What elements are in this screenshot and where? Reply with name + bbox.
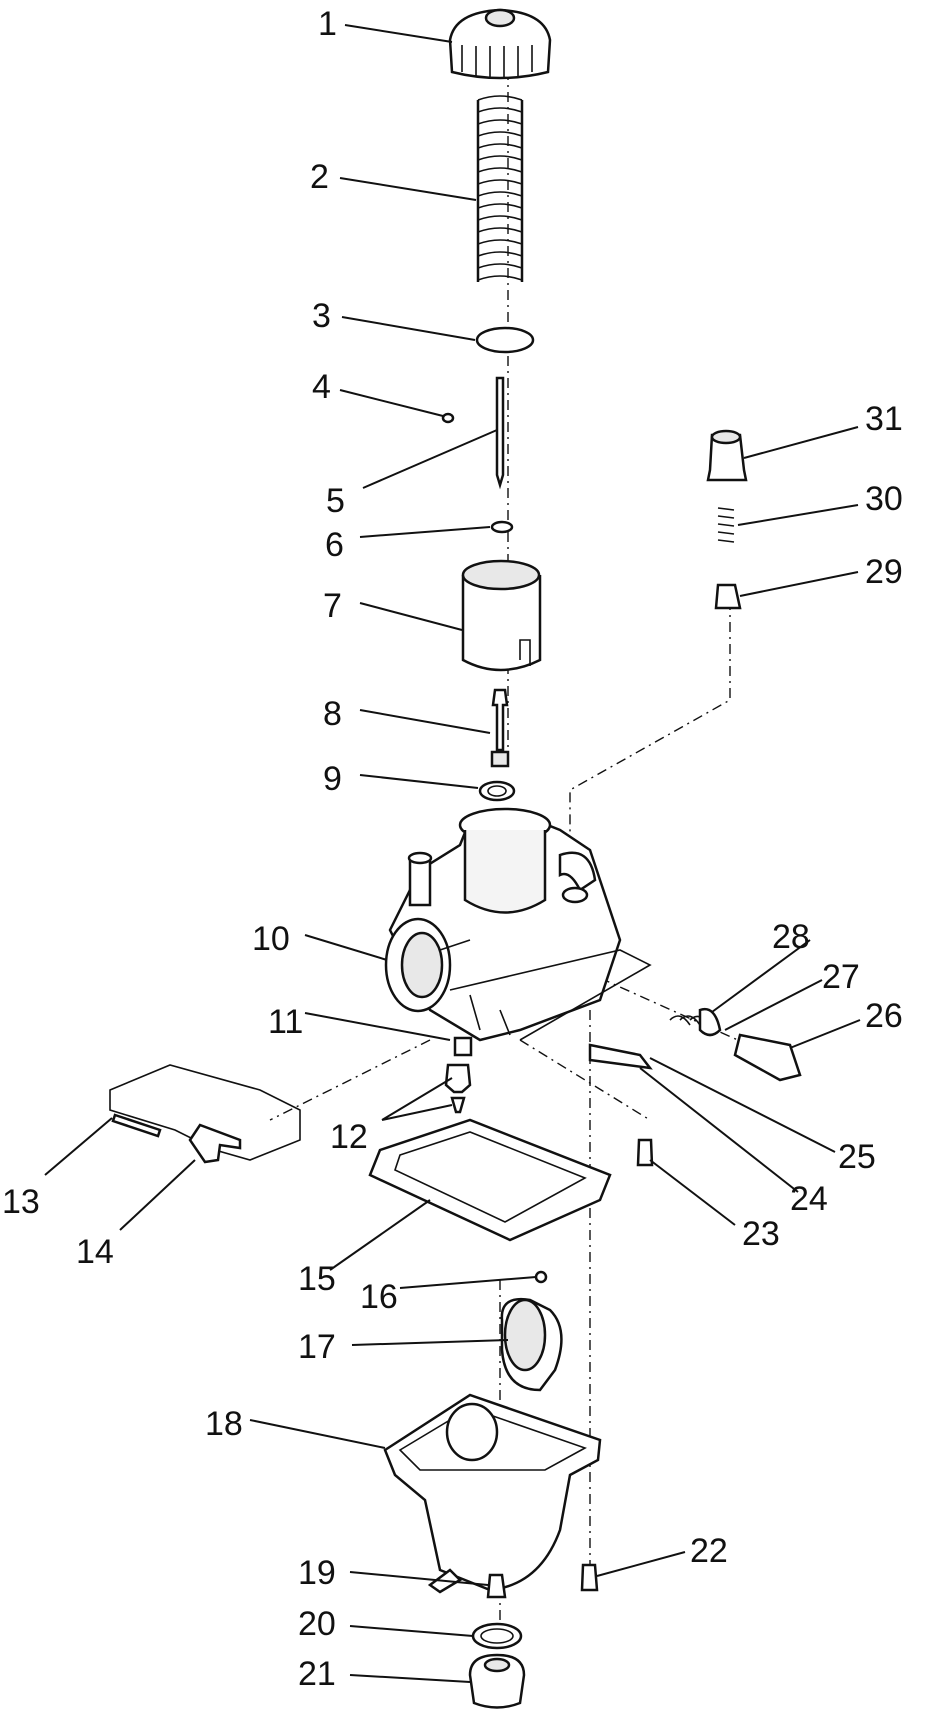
callout-2: 2 bbox=[310, 158, 329, 196]
centerline-pilot-screw bbox=[569, 600, 731, 880]
callout-6: 6 bbox=[325, 526, 344, 564]
callout-3: 3 bbox=[312, 297, 331, 335]
part-jet-needle bbox=[495, 376, 505, 490]
part-washer bbox=[490, 520, 514, 534]
centerline-overflow-tube bbox=[269, 1039, 431, 1121]
part-idle-screw-assembly bbox=[669, 1007, 802, 1082]
centerline-jet bbox=[519, 1039, 651, 1121]
part-carburetor-body bbox=[384, 807, 652, 1042]
part-pilot-jet bbox=[453, 1036, 473, 1057]
part-throttle-valve bbox=[461, 559, 542, 672]
callout-25: 25 bbox=[838, 1138, 876, 1176]
part-gasket bbox=[368, 1118, 612, 1242]
leader-lines bbox=[44, 24, 861, 1683]
part-main-jet bbox=[486, 1573, 507, 1599]
part-spring bbox=[476, 95, 524, 282]
part-o-ring bbox=[478, 780, 516, 802]
part-overflow-tube bbox=[109, 1064, 301, 1164]
callout-7: 7 bbox=[323, 587, 342, 625]
callout-13: 13 bbox=[2, 1183, 40, 1221]
callout-9: 9 bbox=[323, 760, 342, 798]
callout-23: 23 bbox=[742, 1215, 780, 1253]
callout-8: 8 bbox=[323, 695, 342, 733]
callout-22: 22 bbox=[690, 1532, 728, 1570]
part-pilot-air-screw bbox=[588, 1043, 653, 1070]
callout-14: 14 bbox=[76, 1233, 114, 1271]
callout-24: 24 bbox=[790, 1180, 828, 1218]
callout-30: 30 bbox=[865, 480, 903, 518]
callout-18: 18 bbox=[205, 1405, 243, 1443]
callout-15: 15 bbox=[298, 1260, 336, 1298]
part-drain-screw bbox=[580, 1563, 599, 1592]
part-needle-valve bbox=[444, 1063, 472, 1114]
part-check-ball bbox=[534, 1270, 548, 1284]
part-starter-assembly bbox=[706, 429, 748, 610]
callout-26: 26 bbox=[865, 997, 903, 1035]
callout-16: 16 bbox=[360, 1278, 398, 1316]
callout-21: 21 bbox=[298, 1655, 336, 1693]
callout-11: 11 bbox=[268, 1003, 303, 1041]
callout-labels: 1 2 3 4 5 6 7 8 9 10 11 12 13 14 15 16 1… bbox=[2, 5, 903, 1693]
callout-10: 10 bbox=[252, 920, 290, 958]
callout-17: 17 bbox=[298, 1328, 336, 1366]
callout-20: 20 bbox=[298, 1605, 336, 1643]
centerline-idle-screw bbox=[559, 959, 761, 1051]
callout-27: 27 bbox=[822, 958, 860, 996]
callout-4: 4 bbox=[312, 368, 331, 406]
part-plug bbox=[636, 1138, 654, 1167]
callout-31: 31 bbox=[865, 400, 903, 438]
callout-29: 29 bbox=[865, 553, 903, 591]
callout-28: 28 bbox=[772, 918, 810, 956]
callout-5: 5 bbox=[326, 482, 345, 520]
callout-19: 19 bbox=[298, 1554, 336, 1592]
part-cap bbox=[448, 8, 552, 80]
part-needle-jet bbox=[490, 688, 510, 768]
part-needle-clip bbox=[441, 412, 455, 424]
part-float bbox=[500, 1297, 563, 1392]
part-retainer-plate bbox=[475, 326, 535, 354]
part-float-bowl bbox=[383, 1393, 602, 1594]
part-drain-plug bbox=[468, 1653, 526, 1709]
callout-1: 1 bbox=[318, 5, 337, 43]
callout-12: 12 bbox=[330, 1118, 368, 1156]
